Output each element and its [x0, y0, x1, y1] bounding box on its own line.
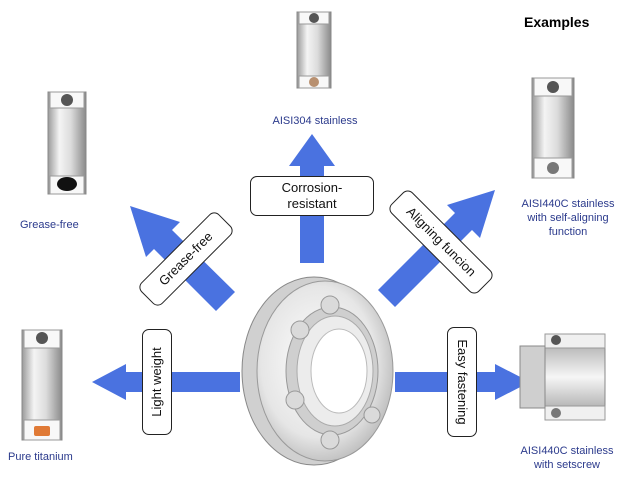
feature-box-fastening: Easy fastening — [447, 327, 477, 437]
example-label-light: Pure titanium — [8, 451, 73, 463]
product-image-corrosion — [296, 11, 332, 89]
feature-box-light: Light weight — [142, 329, 172, 435]
example-label-grease: Grease-free — [20, 219, 79, 231]
product-image-light — [21, 329, 63, 441]
product-image-aligning — [531, 77, 575, 179]
product-image-fastening — [519, 333, 606, 421]
example-label-fastening: AISI440C stainless with setscrew — [520, 445, 614, 471]
center-bearing-image — [241, 276, 394, 466]
feature-box-corrosion: Corrosion- resistant — [250, 176, 374, 216]
product-image-grease — [47, 91, 87, 195]
example-label-aligning: AISI440C stainless with self-aligning fu… — [521, 198, 615, 238]
example-label-corrosion: AISI304 stainless — [272, 115, 358, 127]
examples-title: Examples — [524, 14, 590, 30]
